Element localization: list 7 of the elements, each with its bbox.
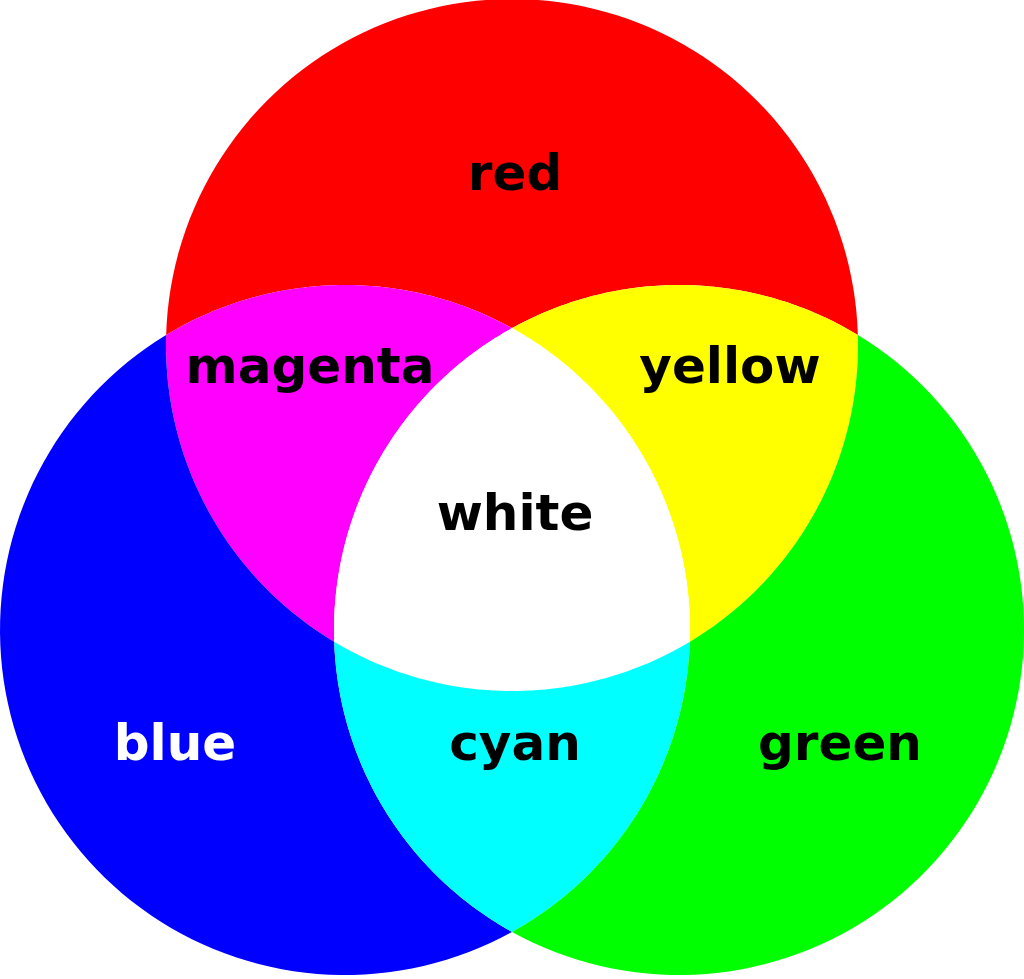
color-label: blue xyxy=(113,714,237,772)
color-label: magenta xyxy=(185,337,435,395)
color-label: green xyxy=(758,714,922,772)
color-label: white xyxy=(436,484,594,542)
color-label: yellow xyxy=(639,337,821,395)
color-label: red xyxy=(467,144,563,202)
color-label: cyan xyxy=(449,714,581,772)
